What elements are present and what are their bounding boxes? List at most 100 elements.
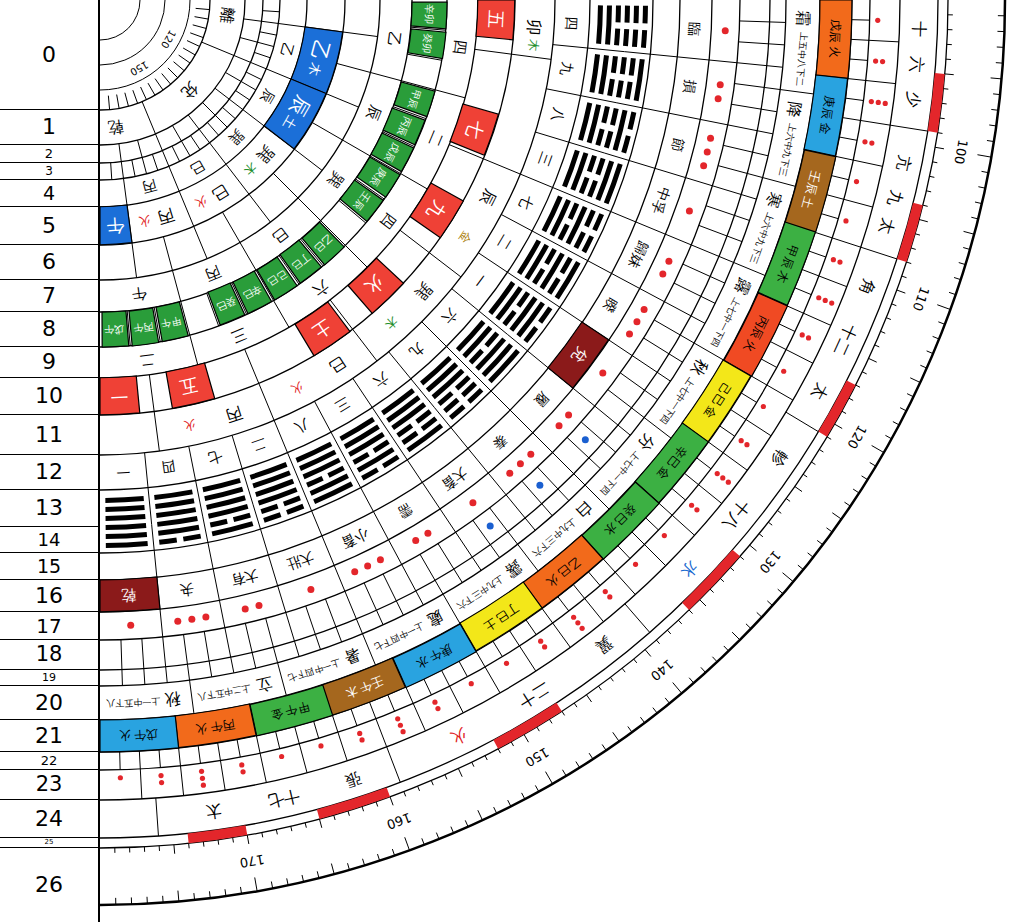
divider-line [542, 504, 553, 516]
divider-line [542, 608, 553, 623]
cell-text-holder: 4 [0, 180, 98, 206]
divider-line [632, 408, 645, 418]
degree-tick [537, 727, 540, 731]
degree-tick [862, 372, 866, 374]
hexagram-line [542, 195, 563, 232]
divider-line [160, 609, 163, 637]
ring-cell: 火 [348, 258, 404, 313]
divider-line [140, 769, 142, 799]
ring-label: 三 [229, 325, 249, 345]
cell-text-holder: 10 [0, 378, 98, 414]
divider-line [111, 163, 112, 180]
degree-tick [478, 810, 483, 820]
hexagram-line [568, 203, 579, 220]
divider-line [441, 670, 449, 686]
ring-cell: 辛卯 [411, 2, 447, 29]
ring-number: 5 [42, 215, 56, 237]
divider-line [558, 489, 569, 501]
dot-mark [435, 706, 440, 711]
divider-line [244, 19, 262, 21]
ring-number: 15 [37, 557, 61, 576]
hexagram-line [642, 6, 647, 24]
divider-line [364, 583, 376, 610]
ring-label: 火 [183, 418, 197, 432]
ring-label: 露 [502, 558, 524, 580]
cell-outline [166, 363, 215, 408]
dot-mark [469, 681, 474, 686]
divider-line [485, 667, 500, 693]
ring-cell: 癸卯 [408, 29, 446, 59]
ring-label: 100 [952, 138, 969, 165]
divider-line [740, 20, 770, 22]
cell-outline [408, 29, 446, 59]
divider-line [149, 375, 154, 412]
divider-line [139, 751, 141, 769]
degree-tick [465, 820, 468, 826]
divider-line [720, 426, 735, 436]
divider-line [589, 458, 601, 469]
degree-tick [508, 800, 511, 806]
divider-line [866, 80, 896, 83]
dot-mark [717, 81, 724, 88]
divider-line [142, 157, 146, 173]
divider-line [435, 90, 465, 98]
ring-number-cell: 23 [0, 770, 100, 800]
cell-outline [548, 322, 609, 388]
divider-line [223, 107, 236, 118]
divider-line [869, 40, 899, 42]
ring-number: 23 [36, 774, 63, 795]
divider-line [234, 55, 251, 62]
divider-line [369, 702, 375, 719]
divider-line [654, 320, 680, 335]
degree-tick [255, 877, 257, 891]
divider-line [262, 21, 279, 23]
dot-mark [424, 530, 431, 537]
dot-mark [556, 422, 563, 429]
degree-tick [673, 683, 682, 694]
divider-line [553, 623, 571, 647]
divider-line [815, 232, 832, 238]
ring-line [100, 0, 712, 612]
divider-line [351, 709, 357, 726]
divider-line [440, 509, 456, 532]
divider-line [727, 236, 742, 242]
ring-cell: 五 [166, 363, 215, 408]
cell-text-holder: 12 [0, 455, 98, 489]
divider-line [220, 761, 225, 791]
degree-tick [628, 726, 632, 732]
hexagram-line [303, 458, 341, 480]
cell-text-holder: 18 [0, 640, 98, 669]
divider-line [189, 446, 196, 480]
divider-line [620, 373, 644, 390]
divider-line [306, 606, 316, 634]
ring-label: 六 [908, 56, 925, 73]
cell-text-holder: 戊辰火 [828, 19, 842, 59]
divider-line [294, 641, 299, 656]
degree-tick [431, 781, 433, 786]
degree-tick [869, 358, 877, 362]
degree-tick [634, 659, 637, 663]
dot-mark [694, 507, 699, 512]
dot-mark [823, 298, 828, 303]
hexagram-line [260, 504, 278, 514]
divider-line [377, 610, 384, 625]
ring-label: 三 [333, 396, 352, 415]
dot-mark [542, 644, 547, 649]
divider-line [821, 214, 838, 219]
divider-line [373, 512, 388, 540]
ring-label: 六 [372, 370, 392, 390]
hexagram-line [361, 467, 379, 480]
hexagram-line [605, 5, 612, 44]
divider-line [573, 584, 584, 598]
ring-label: 巽 [324, 170, 345, 191]
divider-line [260, 32, 277, 35]
degree-tick [940, 118, 945, 120]
ring-label: 八 [550, 106, 567, 123]
degree-tick [991, 77, 1002, 79]
cell-text-holder: 辛卯 [424, 4, 435, 24]
divider-line [645, 390, 658, 399]
dot-mark [255, 602, 262, 609]
cell-text-holder: 5 [0, 207, 98, 244]
divider-line [506, 495, 525, 518]
divider-line [413, 703, 425, 730]
